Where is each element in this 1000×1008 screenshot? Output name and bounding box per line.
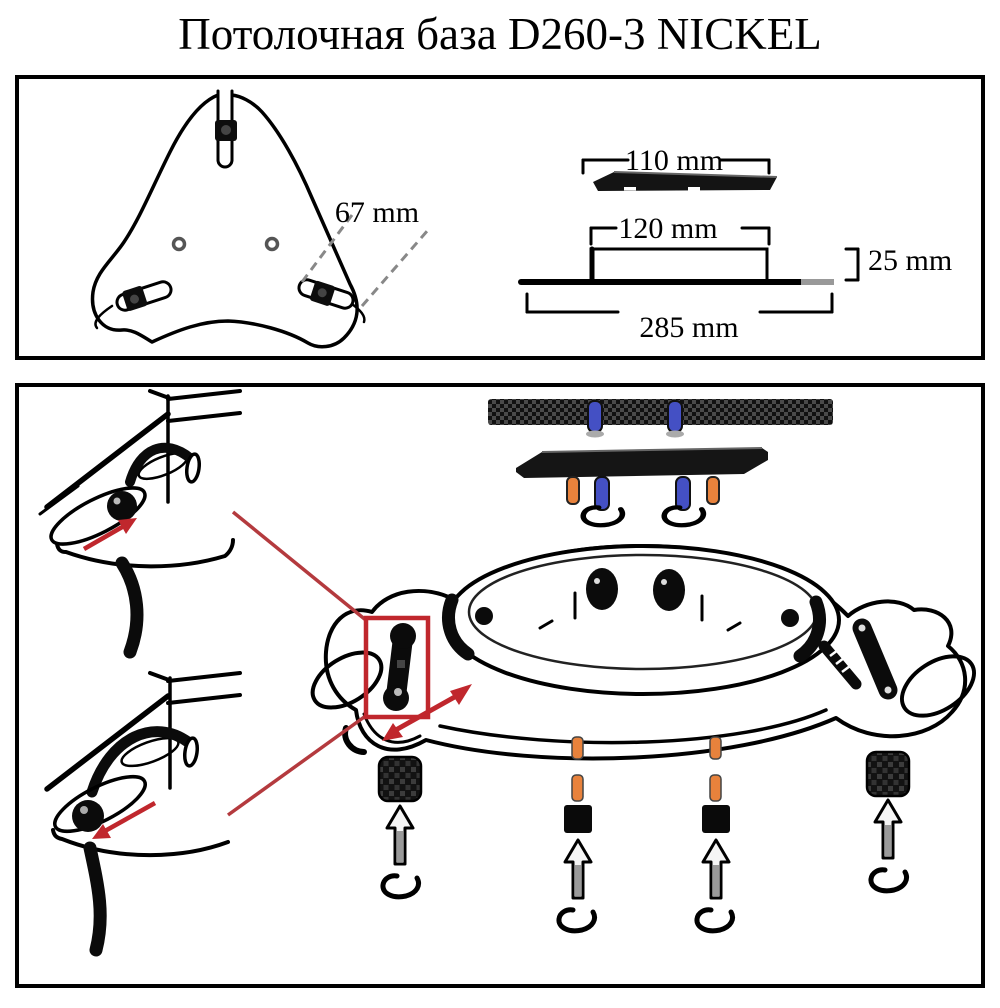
detail-wire (83, 841, 107, 957)
detail-slot-loop (49, 486, 147, 546)
bracket-screw-blue-left (594, 476, 610, 511)
mounting-bracket-bar (516, 447, 768, 525)
callout-line-bottom (226, 713, 369, 817)
bracket-peg-orange-left (566, 476, 580, 505)
dimensions-panel: 67 mm 110 mm 120 mm (15, 75, 985, 360)
wire-loop (697, 910, 733, 931)
dome-knob-left (586, 568, 618, 610)
hardware-anchor-column-right (697, 736, 733, 931)
projection-dash-2 (360, 229, 430, 307)
ceiling-screw-left (587, 400, 603, 433)
canopy-side-view: 110 mm 120 mm 25 mm (518, 144, 952, 344)
knurled-nut (377, 755, 423, 803)
detail-inset-top (38, 389, 242, 659)
dim-285mm: 285 mm (525, 292, 834, 344)
screw (385, 804, 415, 866)
red-highlight-box (363, 615, 431, 720)
wire-loop (559, 910, 595, 931)
detail-knob (107, 491, 137, 521)
adjust-stud-right (818, 618, 898, 700)
plate-slot-right (297, 278, 355, 310)
canopy-dome (445, 544, 841, 696)
red-annotations (82, 510, 472, 839)
wire-loop (383, 876, 419, 897)
alignment-dash (709, 774, 722, 802)
bracket-screw-blue-right (675, 476, 691, 511)
installation-panel (15, 383, 985, 988)
slot-loop-right (899, 654, 977, 718)
detail-slot-loop (53, 774, 147, 834)
dim-25mm-label: 25 mm (868, 244, 952, 277)
callout-line-top (231, 510, 369, 623)
installation-drawing (38, 389, 977, 957)
canopy-body (310, 544, 977, 761)
plate-hole-left (171, 236, 187, 252)
clamp-right (781, 595, 826, 663)
dim-67mm-label: 67 mm (335, 196, 419, 229)
bracket-peg-orange-right (706, 476, 720, 505)
plate-hole-right (264, 236, 280, 252)
hardware-anchor-column-left (559, 736, 595, 931)
detail-inset-bottom (44, 671, 242, 957)
dimensions-drawing: 67 mm 110 mm 120 mm (90, 89, 952, 349)
wire-loop (871, 870, 907, 891)
ceiling-screw-right (667, 400, 683, 433)
dim-120mm-label: 120 mm (618, 212, 717, 245)
detail-arrow-up (82, 518, 137, 551)
plate-slot-left-tail (94, 304, 114, 330)
wall-anchor (702, 805, 730, 833)
dim-110mm-label: 110 mm (625, 144, 723, 177)
plate-outline (90, 93, 359, 349)
plate-slot-left (115, 280, 173, 312)
detail-screw-head (182, 736, 200, 768)
detail-screw-head (184, 452, 202, 484)
slot-loop-left (310, 650, 384, 710)
ceiling-plate-plan-view: 67 mm (90, 89, 430, 349)
wall-anchor (564, 805, 592, 833)
alignment-dash (571, 774, 584, 802)
screw (873, 798, 903, 860)
plate-slot-right-tail (350, 302, 366, 324)
alignment-dash (709, 736, 722, 760)
detail-knob (72, 800, 104, 832)
canopy-inner-edge (438, 708, 828, 745)
dim-25mm: 25 mm (844, 244, 952, 282)
canopy-box (589, 247, 769, 283)
detail-wire (115, 556, 144, 659)
screw (563, 838, 593, 900)
canopy-outline (323, 544, 967, 761)
hardware-left-nut-column (377, 755, 423, 897)
dim-110mm: 110 mm (581, 144, 771, 177)
detail-cable-hook (86, 726, 194, 798)
plate-top-slot (215, 89, 237, 169)
adjust-stud-left (383, 623, 416, 711)
dim-120mm: 120 mm (589, 212, 771, 246)
dim-285mm-label: 285 mm (639, 311, 738, 344)
hardware-right-nut-column (865, 750, 911, 891)
ceiling-strip (488, 399, 833, 438)
detail-arrow-down (92, 801, 157, 839)
clamp-left (442, 593, 493, 661)
alignment-dash (571, 736, 584, 760)
slide-double-arrow (382, 684, 472, 741)
page-title: Потолочная база D260-3 NICKEL (178, 9, 822, 59)
screw (701, 838, 731, 900)
dome-knob-right (653, 569, 685, 611)
knurled-nut (865, 750, 911, 798)
mounting-bracket-side (593, 171, 778, 191)
detail-cable-hook (125, 442, 195, 487)
